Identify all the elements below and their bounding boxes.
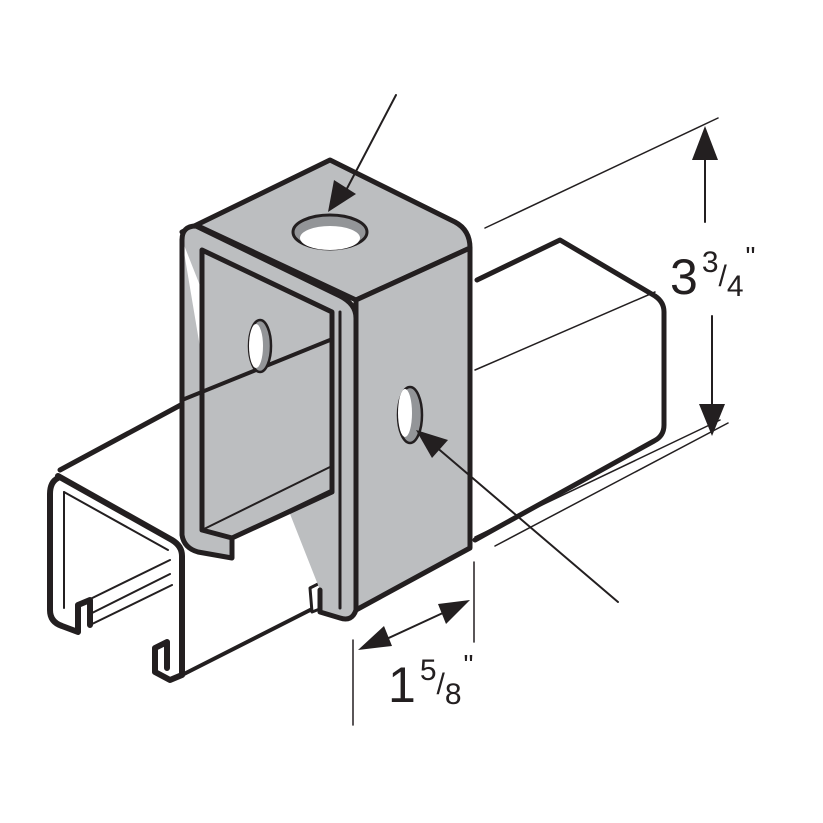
height-unit: " — [745, 241, 756, 272]
width-slash: / — [436, 668, 445, 701]
strut-channel-front — [47, 339, 332, 683]
width-dimension-line — [352, 561, 475, 726]
top-hole-callout-arrow — [328, 94, 397, 212]
top-hole — [291, 213, 369, 251]
strut-channel-rear — [472, 117, 729, 547]
bracket-body — [179, 157, 473, 622]
height-numerator: 3 — [701, 246, 719, 279]
width-unit: " — [463, 649, 474, 680]
inner-side-hole — [247, 318, 273, 374]
width-whole: 1 — [388, 657, 416, 713]
width-numerator: 5 — [419, 654, 437, 687]
height-denominator: 4 — [726, 270, 744, 303]
height-whole: 3 — [670, 249, 698, 305]
width-denominator: 8 — [444, 678, 462, 711]
height-dimension-line — [692, 126, 725, 436]
height-slash: / — [718, 260, 727, 293]
outer-side-hole — [396, 385, 424, 445]
side-hole-callout-arrow — [416, 430, 619, 603]
